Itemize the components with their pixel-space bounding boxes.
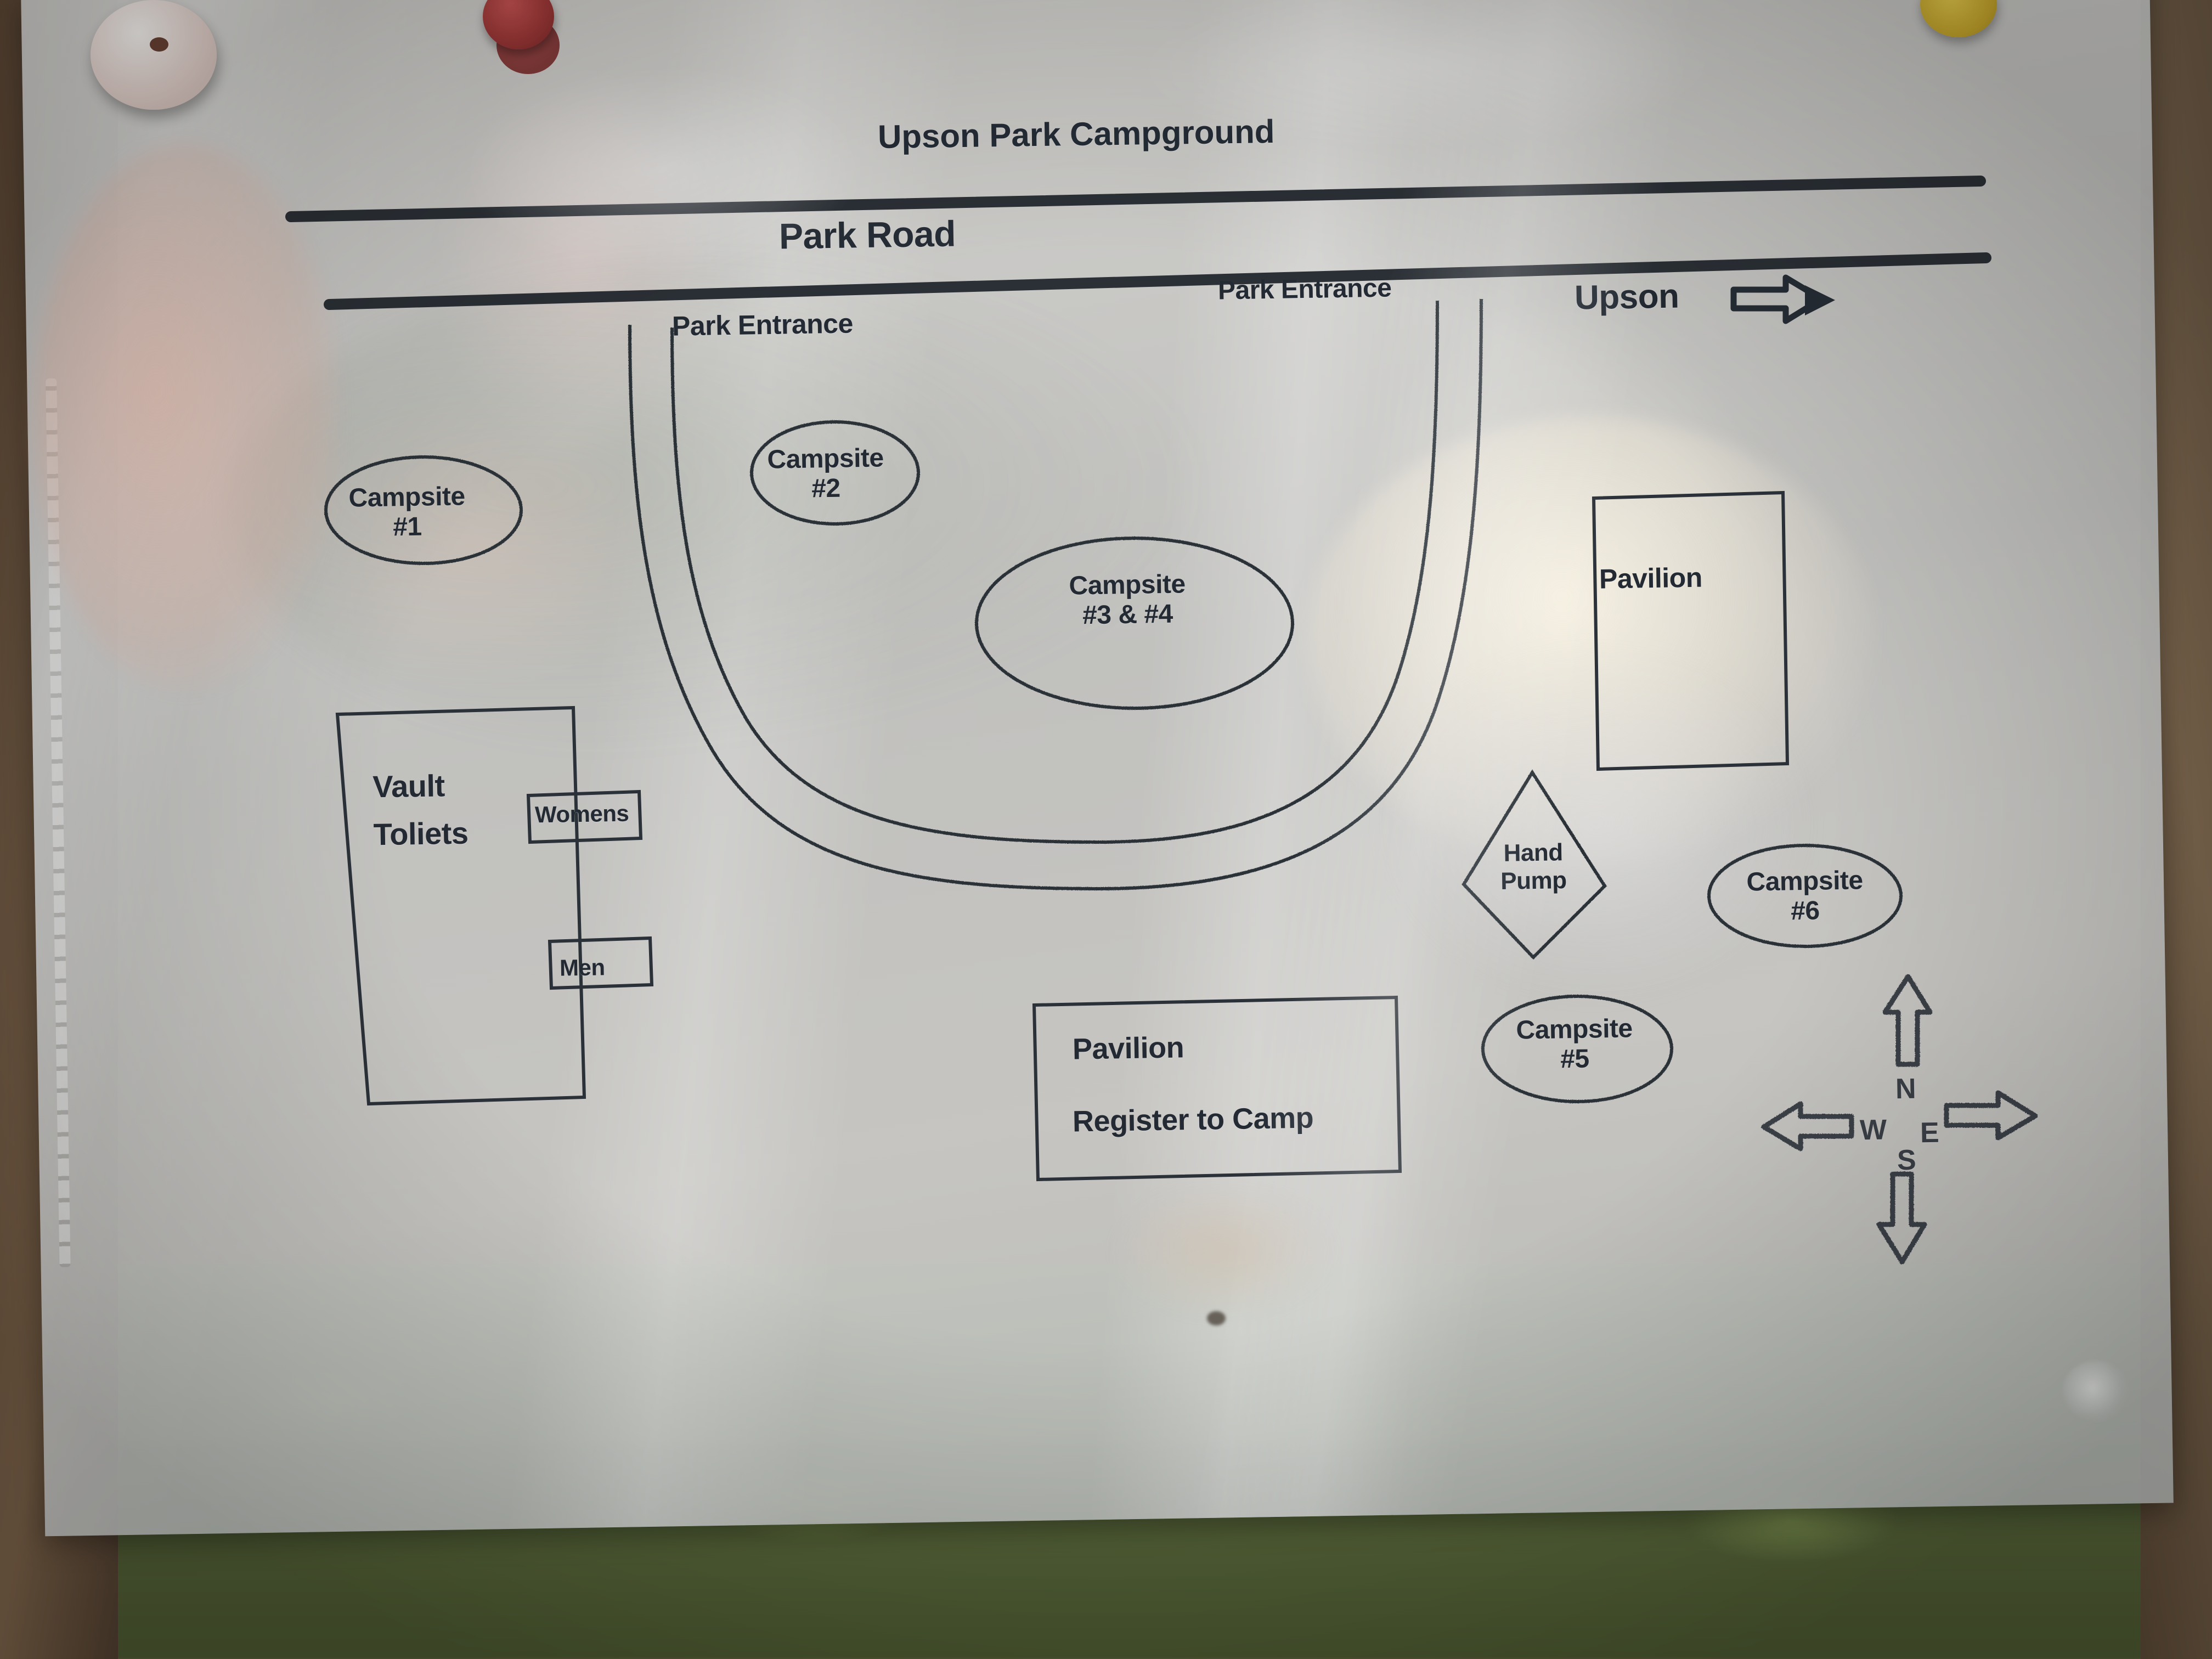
campsite-2-line2: #2 xyxy=(811,473,841,504)
campsite-1-line1: Campsite xyxy=(348,482,466,513)
laminated-sleeve xyxy=(21,0,2174,1537)
hand-pump-line1: Hand xyxy=(1503,839,1563,867)
upson-direction-label: Upson xyxy=(1574,277,1679,317)
campsite-6-line2: #6 xyxy=(1790,896,1820,926)
vault-toilets-line1: Vault xyxy=(372,768,445,804)
campsite-6-label: Campsite #6 xyxy=(1733,866,1877,927)
campsite-5-line2: #5 xyxy=(1560,1044,1590,1074)
compass-east-label: E xyxy=(1920,1116,1939,1149)
park-entrance-left-label: Park Entrance xyxy=(672,308,854,342)
campsite-6-line1: Campsite xyxy=(1746,866,1864,897)
park-entrance-right-label: Park Entrance xyxy=(1217,273,1392,306)
campsite-5-line1: Campsite xyxy=(1516,1014,1633,1045)
pavilion-register-label-line1: Pavilion xyxy=(1072,1031,1184,1066)
map-title: Upson Park Campground xyxy=(877,112,1275,156)
hand-pump-line2: Pump xyxy=(1500,866,1567,895)
park-road-label: Park Road xyxy=(778,213,956,257)
campsite-3-4-line1: Campsite xyxy=(1069,569,1186,601)
campsite-1-label: Campsite #1 xyxy=(335,482,479,543)
campsite-2-line1: Campsite xyxy=(767,443,884,475)
compass-south-label: S xyxy=(1897,1144,1916,1177)
campsite-3-4-line2: #3 & #4 xyxy=(1082,599,1173,630)
vault-toilets-label: Vault Toliets xyxy=(373,762,469,859)
vault-toilets-line2: Toliets xyxy=(373,815,469,852)
compass-west-label: W xyxy=(1859,1114,1887,1147)
compass-north-label: N xyxy=(1895,1073,1916,1105)
sleeve-punch-holes xyxy=(46,378,71,1267)
campsite-5-label: Campsite #5 xyxy=(1503,1014,1646,1075)
men-stall-label: Men xyxy=(559,954,605,981)
campsite-1-line2: #1 xyxy=(392,512,422,542)
womens-stall-label: Womens xyxy=(534,800,629,828)
campsite-2-label: Campsite #2 xyxy=(754,443,898,505)
campsite-3-4-label: Campsite #3 & #4 xyxy=(1045,569,1210,631)
plastic-sheen xyxy=(21,0,2174,1537)
hand-pump-label: Hand Pump xyxy=(1481,839,1586,896)
pavilion-north-label: Pavilion xyxy=(1599,562,1703,595)
push-pin-nail xyxy=(150,37,168,52)
pavilion-register-label-line2: Register to Camp xyxy=(1072,1101,1314,1138)
white-push-pin xyxy=(91,0,217,110)
